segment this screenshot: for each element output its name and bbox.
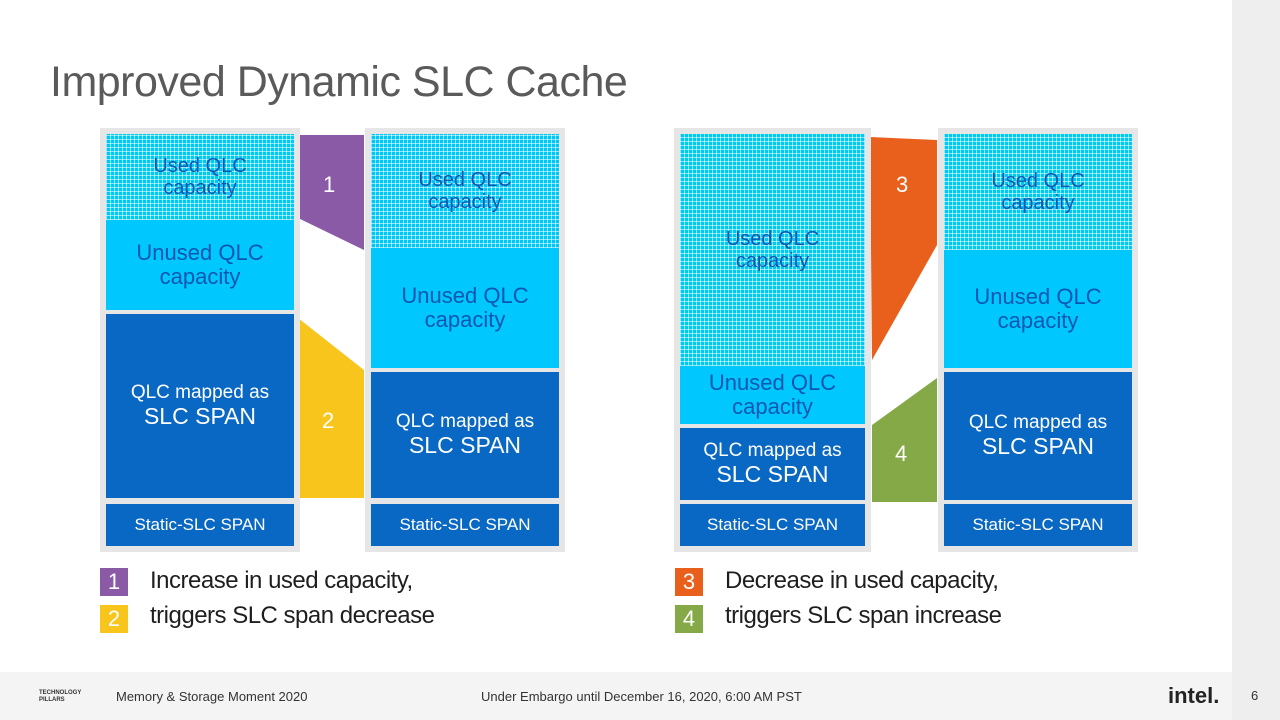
legend-left-line-1: Increase in used capacity, bbox=[150, 567, 413, 594]
marker-2-shape bbox=[298, 318, 364, 498]
column-1-before-increase: Used QLC capacity Unused QLC capacity QL… bbox=[100, 128, 300, 552]
slc-span-block: QLC mapped as SLC SPAN bbox=[371, 372, 559, 498]
marker-3-number: 3 bbox=[896, 172, 909, 197]
marker-1-number: 1 bbox=[323, 172, 336, 197]
marker-1-shape bbox=[298, 135, 364, 250]
legend-right-line-2: triggers SLC span increase bbox=[725, 602, 1002, 629]
footer-embargo-notice: Under Embargo until December 16, 2020, 6… bbox=[481, 689, 802, 704]
marker-3-shape bbox=[870, 137, 937, 360]
used-qlc-block: Used QLC capacity bbox=[106, 134, 294, 220]
marker-2-number: 2 bbox=[322, 408, 335, 433]
technology-pillars-logo: TECHNOLOGY PILLARS bbox=[39, 690, 82, 703]
footer-bar bbox=[0, 672, 1232, 720]
used-qlc-block: Used QLC capacity bbox=[944, 134, 1132, 250]
right-margin-bar bbox=[1232, 0, 1280, 720]
slc-span-block: QLC mapped as SLC SPAN bbox=[944, 372, 1132, 500]
unused-qlc-block: Unused QLC capacity bbox=[106, 220, 294, 310]
footer-event-name: Memory & Storage Moment 2020 bbox=[116, 689, 308, 704]
unused-qlc-block: Unused QLC capacity bbox=[944, 250, 1132, 368]
page-number: 6 bbox=[1251, 688, 1259, 703]
column-3-before-decrease: Used QLC capacity Unused QLC capacity QL… bbox=[674, 128, 871, 552]
used-qlc-block: Used QLC capacity bbox=[680, 134, 865, 366]
static-slc-block: Static-SLC SPAN bbox=[106, 504, 294, 546]
legend-left-line-2: triggers SLC span decrease bbox=[150, 602, 435, 629]
legend-badge-3: 3 bbox=[675, 568, 703, 596]
column-2-after-increase: Used QLC capacity Unused QLC capacity QL… bbox=[365, 128, 565, 552]
slide-title: Improved Dynamic SLC Cache bbox=[50, 58, 628, 106]
slc-span-block: QLC mapped as SLC SPAN bbox=[106, 314, 294, 498]
used-qlc-block: Used QLC capacity bbox=[371, 134, 559, 248]
legend-badge-2: 2 bbox=[100, 605, 128, 633]
column-4-after-decrease: Used QLC capacity Unused QLC capacity QL… bbox=[938, 128, 1138, 552]
legend-badge-1: 1 bbox=[100, 568, 128, 596]
intel-logo: intel. bbox=[1168, 683, 1220, 708]
marker-4-number: 4 bbox=[895, 441, 908, 466]
unused-qlc-block: Unused QLC capacity bbox=[371, 248, 559, 368]
legend-right-line-1: Decrease in used capacity, bbox=[725, 567, 999, 594]
slc-span-block: QLC mapped as SLC SPAN bbox=[680, 428, 865, 500]
static-slc-block: Static-SLC SPAN bbox=[680, 504, 865, 546]
legend-badge-4: 4 bbox=[675, 605, 703, 633]
static-slc-block: Static-SLC SPAN bbox=[371, 504, 559, 546]
marker-4-shape bbox=[872, 378, 937, 502]
unused-qlc-block: Unused QLC capacity bbox=[680, 366, 865, 424]
static-slc-block: Static-SLC SPAN bbox=[944, 504, 1132, 546]
